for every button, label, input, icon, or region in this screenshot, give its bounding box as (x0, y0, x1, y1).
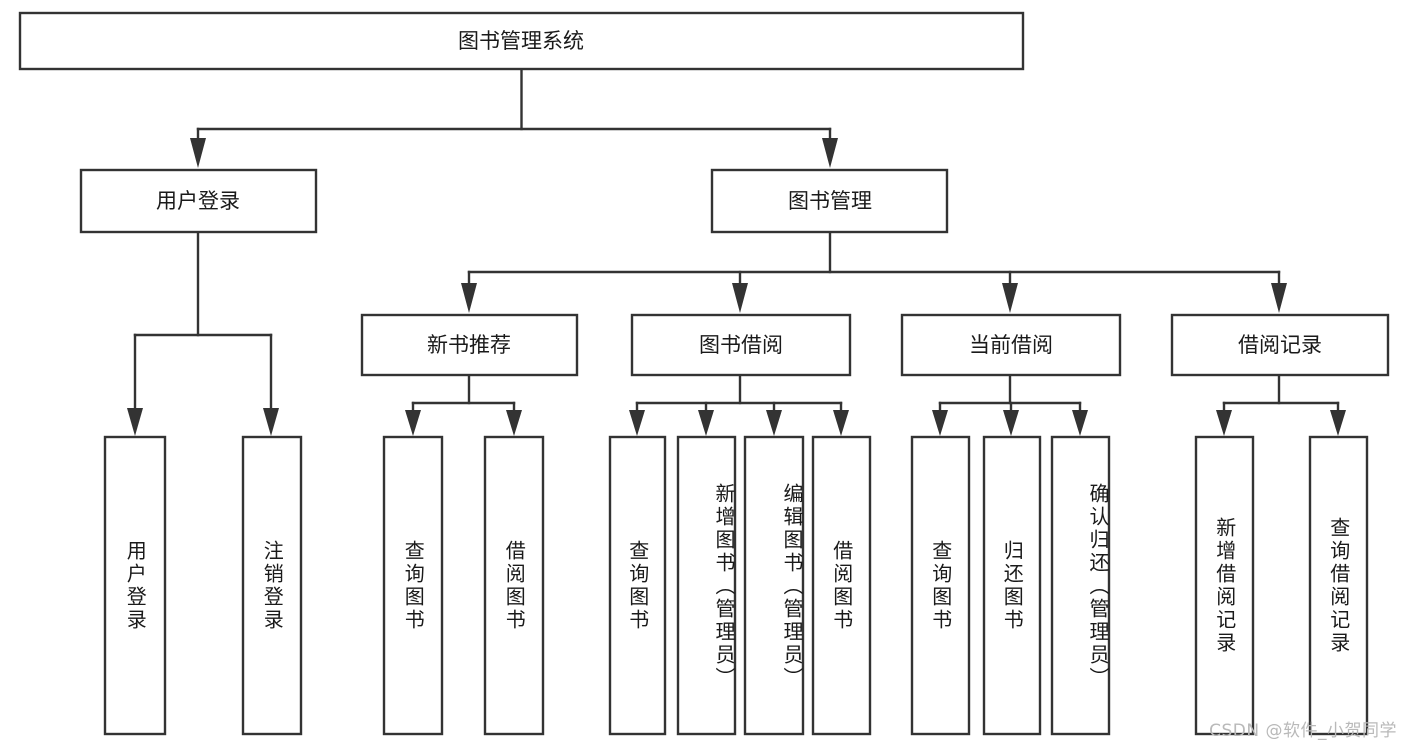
node-borrow-record-box[interactable] (1170, 313, 1390, 377)
leaf-box-query-book-1[interactable] (382, 435, 444, 736)
arrow-head-leaf-borrow-book-1 (506, 410, 522, 436)
leaf-box-logout[interactable] (241, 435, 303, 736)
leaf-box-confirm-return[interactable] (1050, 435, 1111, 736)
node-book-manage-label: 图书管理 (788, 189, 872, 213)
leaf-box-borrow-book-2[interactable] (811, 435, 872, 736)
node-current-borrow-label: 当前借阅 (969, 333, 1053, 357)
node-root[interactable]: 图书管理系统 (18, 11, 1025, 71)
arrow-head-leaf-query-book-1 (405, 410, 421, 436)
csdn-watermark: CSDN @软件_小贺同学 (1209, 721, 1397, 741)
node-current-borrow[interactable]: 当前借阅 (900, 313, 1122, 377)
arrow-head-leaf-add-book (698, 410, 714, 436)
arrow-head-current-borrow (1002, 283, 1018, 313)
arrow-head-book-manage (822, 138, 838, 168)
node-new-book-recommend[interactable]: 新书推荐 (360, 313, 579, 377)
arrow-head-leaf-query-record (1330, 410, 1346, 436)
arrow-head-leaf-edit-book (766, 410, 782, 436)
arrow-head-leaf-user-login (127, 408, 143, 436)
leaf-box-borrow-book-1[interactable] (483, 435, 545, 736)
leaf-box-query-record[interactable] (1308, 435, 1369, 736)
node-root-box[interactable] (18, 11, 1025, 71)
node-book-borrow[interactable]: 图书借阅 (630, 313, 852, 377)
arrow-head-book-borrow (732, 283, 748, 313)
node-new-book-recommend-label: 新书推荐 (427, 333, 511, 357)
leaf-layer (103, 435, 1369, 736)
arrow-head-leaf-add-record (1216, 410, 1232, 436)
node-book-borrow-label: 图书借阅 (699, 333, 783, 357)
node-borrow-record[interactable]: 借阅记录 (1170, 313, 1390, 377)
node-borrow-record-label: 借阅记录 (1238, 333, 1322, 357)
node-current-borrow-box[interactable] (900, 313, 1122, 377)
leaf-box-edit-book[interactable] (743, 435, 805, 736)
arrow-head-new-book-recommend (461, 283, 477, 313)
arrow-head-leaf-logout (263, 408, 279, 436)
arrow-head-borrow-record (1271, 283, 1287, 313)
node-user-login[interactable]: 用户登录 (79, 168, 318, 234)
connector-layer (127, 67, 1346, 436)
node-new-book-recommend-box[interactable] (360, 313, 579, 377)
node-book-borrow-box[interactable] (630, 313, 852, 377)
node-root-label: 图书管理系统 (458, 29, 584, 53)
node-book-manage[interactable]: 图书管理 (710, 168, 949, 234)
node-book-manage-box[interactable] (710, 168, 949, 234)
arrow-head-leaf-confirm-return (1072, 410, 1088, 436)
leaf-box-user-login[interactable] (103, 435, 167, 736)
arrow-head-leaf-query-book-3 (932, 410, 948, 436)
node-user-login-box[interactable] (79, 168, 318, 234)
arrow-head-user-login (190, 138, 206, 168)
arrow-head-leaf-borrow-book-2 (833, 410, 849, 436)
leaf-box-query-book-2[interactable] (608, 435, 667, 736)
arrow-head-leaf-query-book-2 (629, 410, 645, 436)
arrow-head-leaf-return-book (1003, 410, 1019, 436)
leaf-box-add-book[interactable] (676, 435, 737, 736)
leaf-box-add-record[interactable] (1194, 435, 1255, 736)
node-user-login-label: 用户登录 (156, 189, 240, 213)
leaf-box-query-book-3[interactable] (910, 435, 971, 736)
leaf-box-return-book[interactable] (982, 435, 1042, 736)
